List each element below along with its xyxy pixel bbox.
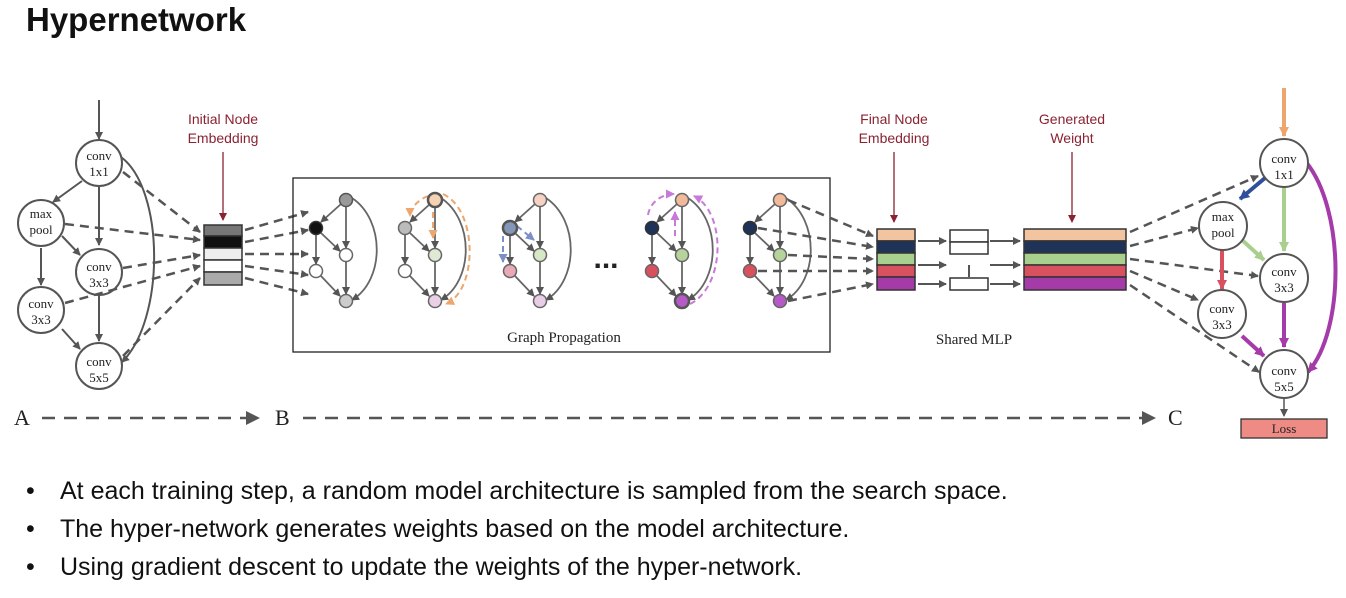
page-title: Hypernetwork xyxy=(26,1,247,38)
svg-text:conv: conv xyxy=(86,354,112,369)
left-node-conv3x3-a: conv 3x3 xyxy=(75,248,123,296)
bullet-text: Using gradient descent to update the wei… xyxy=(60,553,803,581)
svg-text:3x3: 3x3 xyxy=(1212,317,1232,332)
initial-embedding-label-line2: Embedding xyxy=(188,130,259,146)
svg-text:conv: conv xyxy=(86,259,112,274)
svg-text:conv: conv xyxy=(1271,363,1297,378)
bullet-item: •Using gradient descent to update the we… xyxy=(26,553,803,581)
svg-text:3x3: 3x3 xyxy=(1274,280,1294,295)
stage-b-label: B xyxy=(275,405,290,430)
bullet-text: At each training step, a random model ar… xyxy=(60,477,1008,505)
svg-text:5x5: 5x5 xyxy=(1274,379,1294,394)
mini-graph-step-5 xyxy=(742,192,812,309)
final-embedding-label-line1: Final Node xyxy=(860,111,928,127)
initial-embedding-label-line1: Initial Node xyxy=(188,111,258,127)
right-node-conv3x3-b: conv 3x3 xyxy=(1197,289,1247,339)
svg-text:5x5: 5x5 xyxy=(89,370,109,385)
left-node-conv1x1: conv 1x1 xyxy=(75,139,123,187)
bullet-text: The hyper-network generates weights base… xyxy=(60,515,850,543)
weight-to-architecture-arrows xyxy=(1129,174,1260,374)
left-node-maxpool: max pool xyxy=(17,199,65,247)
final-node-embedding xyxy=(876,228,916,291)
ellipsis: ... xyxy=(593,242,618,275)
right-node-conv1x1: conv 1x1 xyxy=(1259,138,1309,188)
graph-propagation-box xyxy=(292,177,831,353)
svg-text:pool: pool xyxy=(29,222,53,237)
initial-node-embedding xyxy=(203,224,243,286)
svg-text:conv: conv xyxy=(86,148,112,163)
propagation-to-final-arrows xyxy=(757,198,874,303)
svg-text:max: max xyxy=(30,206,53,221)
right-node-conv5x5: conv 5x5 xyxy=(1259,349,1309,399)
right-architecture-graph xyxy=(1217,88,1338,417)
mini-graph-step-4 xyxy=(644,189,719,310)
svg-text:3x3: 3x3 xyxy=(31,312,51,327)
left-node-conv3x3-b: conv 3x3 xyxy=(17,286,65,334)
generated-weight-label-line1: Generated xyxy=(1039,111,1105,127)
svg-text:max: max xyxy=(1212,209,1235,224)
mini-graph-step-2 xyxy=(397,191,471,309)
final-embedding-label-line2: Embedding xyxy=(859,130,930,146)
generated-weight-label-line2: Weight xyxy=(1050,130,1093,146)
bullet-item: •At each training step, a random model a… xyxy=(26,477,1008,505)
mini-graph-step-3 xyxy=(498,192,572,309)
svg-text:pool: pool xyxy=(1211,225,1235,240)
stage-a-label: A xyxy=(14,405,30,430)
svg-text:3x3: 3x3 xyxy=(89,275,109,290)
right-node-conv3x3-a: conv 3x3 xyxy=(1259,253,1309,303)
shared-mlp-label: Shared MLP xyxy=(936,332,1012,348)
embedding-to-propagation-arrows xyxy=(244,210,309,297)
loss-box: Loss xyxy=(1240,418,1328,439)
stage-c-label: C xyxy=(1168,405,1183,430)
svg-text:conv: conv xyxy=(1271,264,1297,279)
left-to-embedding-arrows xyxy=(64,171,201,357)
svg-text:1x1: 1x1 xyxy=(1274,167,1294,182)
mini-graph-step-1 xyxy=(308,192,378,309)
svg-text:1x1: 1x1 xyxy=(89,164,109,179)
bullet-item: •The hyper-network generates weights bas… xyxy=(26,515,850,543)
svg-text:conv: conv xyxy=(1209,301,1235,316)
bullet-list: •At each training step, a random model a… xyxy=(26,472,1008,586)
hypernetwork-diagram: Hypernetwork conv 1x1 max pool conv 3x3 … xyxy=(14,1,1338,439)
svg-text:conv: conv xyxy=(1271,151,1297,166)
shared-mlp xyxy=(918,229,1021,291)
right-node-maxpool: max pool xyxy=(1198,201,1248,251)
svg-text:conv: conv xyxy=(28,296,54,311)
graph-propagation-label: Graph Propagation xyxy=(507,330,621,346)
left-node-conv5x5: conv 5x5 xyxy=(75,342,123,390)
generated-weight xyxy=(1023,228,1127,291)
svg-text:Loss: Loss xyxy=(1272,421,1297,436)
